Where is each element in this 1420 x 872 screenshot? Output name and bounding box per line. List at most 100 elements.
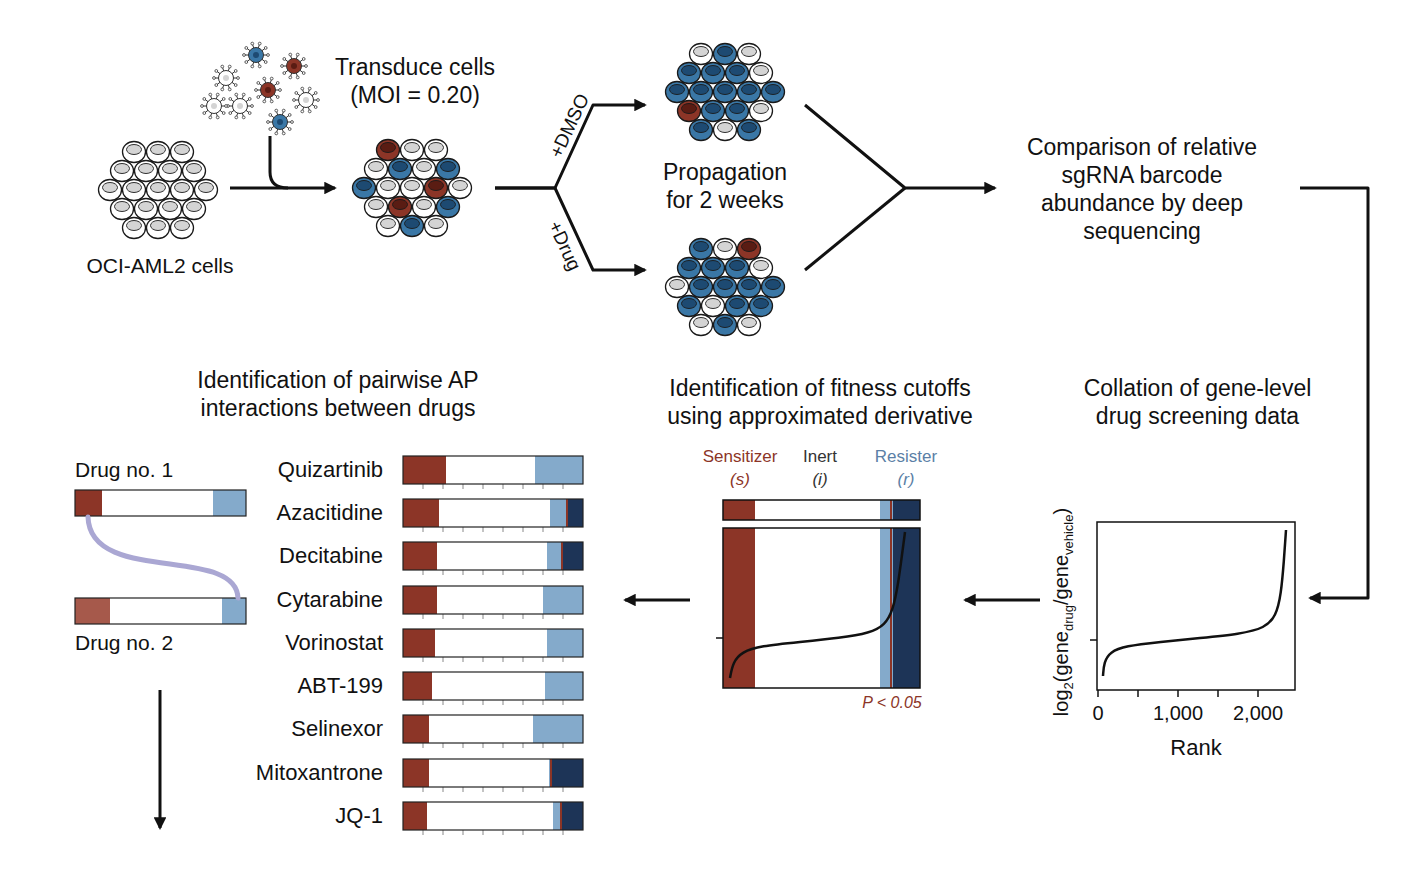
virus-knob: [283, 72, 286, 75]
scale-tick: [443, 830, 444, 835]
drug-profile-bar: [403, 456, 583, 484]
virus-knob: [234, 84, 237, 87]
cell: [123, 218, 146, 239]
cell: [449, 178, 472, 199]
virus-knob: [257, 82, 260, 85]
cell-nucleus: [718, 47, 733, 57]
cutoff-line: [561, 542, 563, 570]
cell: [762, 277, 785, 298]
cell-nucleus: [127, 145, 142, 155]
cell: [425, 216, 448, 237]
scale-tick: [423, 743, 424, 748]
virus-particle: [281, 53, 308, 79]
cell-body: [401, 178, 424, 199]
scale-tick: [563, 614, 564, 619]
cutoff-line: [890, 500, 892, 520]
flow-arrow: [495, 188, 645, 270]
scale-tick: [463, 570, 464, 575]
virus-knob: [228, 65, 231, 68]
scale-tick: [463, 614, 464, 619]
cell-body: [690, 44, 713, 65]
bar-frame: [403, 715, 583, 743]
cell-body: [413, 159, 436, 180]
cell-nucleus: [742, 242, 757, 252]
virus-capsid: [219, 71, 234, 86]
cell-nucleus: [393, 162, 408, 172]
cell: [690, 82, 713, 103]
fitness-segment: [553, 802, 560, 830]
fitness-segment: [880, 500, 893, 520]
scale-tick: [483, 484, 484, 489]
scale-tick: [563, 657, 564, 662]
cell: [401, 140, 424, 161]
cutoff-line: [566, 499, 568, 527]
cell-nucleus: [682, 299, 697, 309]
scale-tick: [443, 570, 444, 575]
cell-body: [726, 296, 749, 317]
fitness-segment: [893, 500, 920, 520]
virus-knob: [222, 98, 225, 101]
virus-knob: [293, 99, 296, 102]
virus-knob: [243, 54, 246, 57]
cell: [365, 197, 388, 218]
cell-body: [123, 218, 146, 239]
drug-name: ABT-199: [297, 674, 383, 698]
virus-particle: [243, 42, 270, 68]
virus-knob: [264, 61, 267, 64]
axis-title-part: ): [1050, 508, 1072, 515]
strip-frame: [723, 500, 920, 520]
virus-knob: [302, 72, 305, 75]
significance-note: P < 0.05: [862, 694, 921, 712]
axis-tick: [1257, 690, 1259, 697]
axis-title-part: drug: [1061, 605, 1076, 631]
scale-tick: [523, 700, 524, 705]
drug-profile-bar: [403, 759, 583, 787]
bar-frame: [75, 598, 246, 624]
fitness-segment: [403, 629, 435, 657]
drug-profile-bar: [403, 542, 583, 570]
cell: [147, 180, 170, 201]
cell-body: [171, 218, 194, 239]
cell: [425, 178, 448, 199]
cell: [425, 140, 448, 161]
cell-nucleus: [742, 280, 757, 290]
cell-cluster: [666, 44, 785, 141]
scale-tick: [563, 570, 564, 575]
scale-tick: [483, 743, 484, 748]
fitness-segment: [403, 802, 427, 830]
cell-nucleus: [127, 221, 142, 231]
virus-knob: [291, 121, 294, 124]
scale-tick: [423, 484, 424, 489]
virus-knob: [229, 98, 232, 101]
virus-knob: [229, 112, 232, 115]
fitness-segment: [403, 586, 437, 614]
cell-cluster: [353, 140, 472, 237]
drug-profile-bar: [75, 598, 246, 624]
scale-tick: [563, 484, 564, 489]
cell-body: [702, 101, 725, 122]
cell-body: [714, 315, 737, 336]
fitness-segment: [545, 672, 583, 700]
cell-body: [437, 197, 460, 218]
cell-body: [183, 161, 206, 182]
cell: [183, 199, 206, 220]
cell-body: [147, 180, 170, 201]
virus-knob: [269, 128, 272, 131]
scale-tick: [443, 527, 444, 532]
virus-knob: [203, 98, 206, 101]
fitness-segment: [75, 490, 102, 516]
cell-nucleus: [766, 85, 781, 95]
tick-label: 2,000: [1233, 702, 1283, 724]
cell-nucleus: [742, 47, 757, 57]
step-group: OCI-AML2 cells: [90, 140, 230, 280]
virus-knob: [276, 82, 279, 85]
scale-tick: [423, 570, 424, 575]
flow-arrow: [1300, 188, 1368, 598]
cell-body: [750, 296, 773, 317]
cell: [401, 178, 424, 199]
axis-title: log2(genedrug/genevehicle): [1050, 508, 1076, 716]
scale-tick: [563, 787, 564, 792]
scale-tick: [543, 570, 544, 575]
scale-tick: [423, 614, 424, 619]
cell-nucleus: [369, 200, 384, 210]
